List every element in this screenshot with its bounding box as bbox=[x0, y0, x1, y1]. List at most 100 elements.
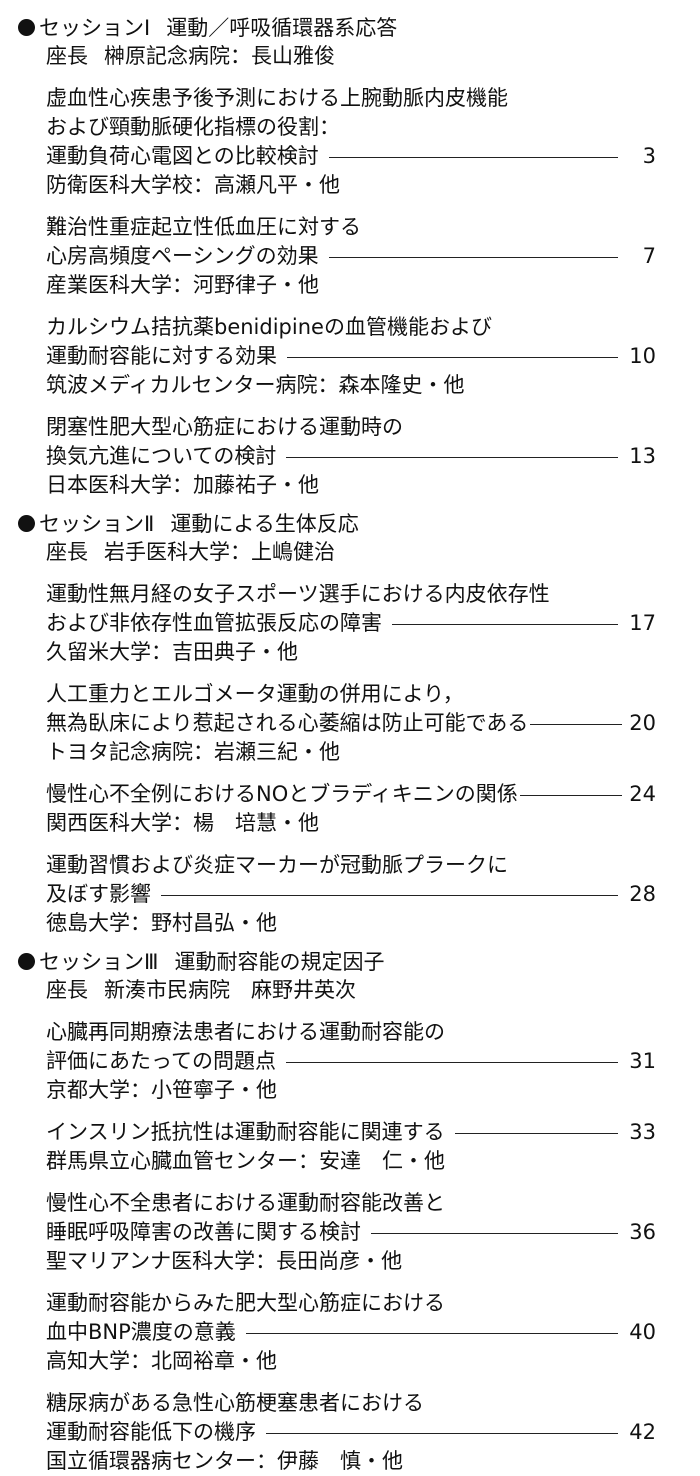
entry-title-line: 運動性無月経の女子スポーツ選手における内皮依存性 bbox=[46, 580, 656, 609]
leader-line bbox=[287, 357, 618, 358]
bullet-icon bbox=[18, 19, 35, 36]
toc-entry[interactable]: 慢性心不全例におけるNOとブラディキニンの関係 24 関西医科大学：楊 培慧・他 bbox=[0, 780, 700, 838]
entry-title-text: 心房高頻度ペーシングの効果 bbox=[46, 244, 319, 268]
toc-entry[interactable]: 人工重力とエルゴメータ運動の併用により， 無為臥床により惹起される心萎縮は防止可能… bbox=[0, 680, 700, 767]
entry-title-text: 慢性心不全例におけるNOとブラディキニンの関係 bbox=[46, 782, 518, 806]
page-number: 42 bbox=[629, 1420, 656, 1444]
page-number: 3 bbox=[642, 144, 656, 168]
leader-line bbox=[530, 724, 622, 725]
page-number: 7 bbox=[642, 244, 656, 268]
leader-line bbox=[285, 1062, 618, 1063]
entry-title-text: 運動耐容能低下の機序 bbox=[46, 1420, 256, 1444]
entry-title-line-with-page: 心房高頻度ペーシングの効果 7 bbox=[46, 242, 656, 271]
page-number: 10 bbox=[629, 344, 656, 368]
entry-title-text: 運動耐容能からみた肥大型心筋症における bbox=[46, 1291, 445, 1315]
page-number: 36 bbox=[629, 1220, 656, 1244]
entry-title-line-with-page: 運動負荷心電図との比較検討 3 bbox=[46, 142, 656, 171]
leader-line bbox=[286, 457, 618, 458]
chair-name: 新湊市民病院 麻野井英次 bbox=[104, 978, 356, 1002]
entry-author: 関西医科大学：楊 培慧・他 bbox=[46, 811, 319, 835]
entry-title-text: 運動負荷心電図との比較検討 bbox=[46, 144, 319, 168]
leader-line bbox=[328, 257, 618, 258]
entry-title-text: 血中BNP濃度の意義 bbox=[46, 1320, 236, 1344]
entry-author: 産業医科大学：河野律子・他 bbox=[46, 273, 319, 297]
session-label: セッションⅢ bbox=[39, 950, 159, 974]
entry-author: 高知大学：北岡裕章・他 bbox=[46, 1349, 277, 1373]
session-chair: 座長新湊市民病院 麻野井英次 bbox=[0, 976, 700, 1005]
entry-title-text: 及ぼす影響 bbox=[46, 882, 151, 906]
entry-title-text: 人工重力とエルゴメータ運動の併用により， bbox=[46, 682, 464, 706]
page-number: 13 bbox=[629, 444, 656, 468]
chair-label: 座長 bbox=[46, 978, 88, 1002]
entry-title-text: カルシウム拮抗薬benidipineの血管機能および bbox=[46, 315, 492, 339]
session-label: セッションⅠ bbox=[39, 16, 151, 40]
session-heading: セッションⅡ 運動による生体反応 bbox=[0, 510, 700, 538]
entry-title-text: 心臓再同期療法患者における運動耐容能の bbox=[46, 1020, 445, 1044]
entry-title-text: 慢性心不全患者における運動耐容能改善と bbox=[46, 1191, 445, 1215]
chair-label: 座長 bbox=[46, 540, 88, 564]
session-title: 運動による生体反応 bbox=[170, 512, 359, 536]
entry-author: 徳島大学：野村昌弘・他 bbox=[46, 911, 277, 935]
entry-title-text: 換気亢進についての検討 bbox=[46, 444, 277, 468]
session-heading: セッションⅢ 運動耐容能の規定因子 bbox=[0, 948, 700, 976]
entry-title-text: 評価にあたっての問題点 bbox=[46, 1049, 276, 1073]
entry-title-line: 運動習慣および炎症マーカーが冠動脈プラークに bbox=[46, 851, 656, 880]
leader-line bbox=[328, 157, 618, 158]
leader-line bbox=[519, 795, 622, 796]
toc-entry[interactable]: 閉塞性肥大型心筋症における運動時の換気亢進についての検討 13 日本医科大学：加藤祐… bbox=[0, 413, 700, 500]
toc-entry[interactable]: 糖尿病がある急性心筋梗塞患者における運動耐容能低下の機序 42 国立循環器病センター… bbox=[0, 1389, 700, 1476]
page-number: 28 bbox=[629, 882, 656, 906]
entry-title-line-with-page: 運動耐容能に対する効果 10 bbox=[46, 342, 656, 371]
chair-label: 座長 bbox=[46, 44, 88, 68]
session-chair: 座長岩手医科大学：上嶋健治 bbox=[0, 538, 700, 567]
entry-title-line: 閉塞性肥大型心筋症における運動時の bbox=[46, 413, 656, 442]
toc-entry[interactable]: 虚血性心疾患予後予測における上腕動脈内皮機能および頸動脈硬化指標の役割： 運動負荷… bbox=[0, 84, 700, 200]
page-number: 17 bbox=[629, 611, 656, 635]
entry-title-line: カルシウム拮抗薬benidipineの血管機能および bbox=[46, 313, 656, 342]
entry-title-line: 虚血性心疾患予後予測における上腕動脈内皮機能 bbox=[46, 84, 656, 113]
leader-line bbox=[371, 1233, 618, 1234]
entry-title-line: 糖尿病がある急性心筋梗塞患者における bbox=[46, 1389, 656, 1418]
chair-name: 岩手医科大学：上嶋健治 bbox=[104, 540, 335, 564]
leader-line bbox=[266, 1433, 618, 1434]
entry-author: 国立循環器病センター：伊藤 慎・他 bbox=[46, 1449, 403, 1473]
entry-author: 京都大学：小笹寧子・他 bbox=[46, 1078, 277, 1102]
bullet-icon bbox=[18, 953, 35, 970]
page-number: 20 bbox=[629, 711, 656, 735]
toc-entry[interactable]: 運動性無月経の女子スポーツ選手における内皮依存性および非依存性血管拡張反応の障害… bbox=[0, 580, 700, 667]
entry-title-text: 運動耐容能に対する効果 bbox=[46, 344, 277, 368]
toc-entry[interactable]: 運動習慣および炎症マーカーが冠動脈プラークに及ぼす影響 28 徳島大学：野村昌弘・他 bbox=[0, 851, 700, 938]
session-label: セッションⅡ bbox=[39, 512, 155, 536]
entry-author: 防衛医科大学校：高瀬凡平・他 bbox=[46, 173, 340, 197]
leader-line bbox=[454, 1133, 618, 1134]
session-title: 運動耐容能の規定因子 bbox=[174, 950, 385, 974]
entry-author: トヨタ記念病院：岩瀬三紀・他 bbox=[46, 740, 340, 764]
page-number: 24 bbox=[629, 782, 656, 806]
entry-title-text: 虚血性心疾患予後予測における上腕動脈内皮機能 bbox=[46, 86, 508, 110]
entry-title-text: 運動習慣および炎症マーカーが冠動脈プラークに bbox=[46, 853, 508, 877]
entry-title-line-with-page: 慢性心不全例におけるNOとブラディキニンの関係 24 bbox=[46, 780, 656, 809]
entry-author: 群馬県立心臓血管センター：安達 仁・他 bbox=[46, 1149, 445, 1173]
entry-title-line-with-page: 及ぼす影響 28 bbox=[46, 880, 656, 909]
entry-author: 日本医科大学：加藤祐子・他 bbox=[46, 473, 319, 497]
entry-author: 聖マリアンナ医科大学：長田尚彦・他 bbox=[46, 1249, 403, 1273]
entry-title-text: 運動性無月経の女子スポーツ選手における内皮依存性 bbox=[46, 582, 550, 606]
entry-title-text: および頸動脈硬化指標の役割： bbox=[46, 115, 340, 139]
page-number: 33 bbox=[629, 1120, 656, 1144]
